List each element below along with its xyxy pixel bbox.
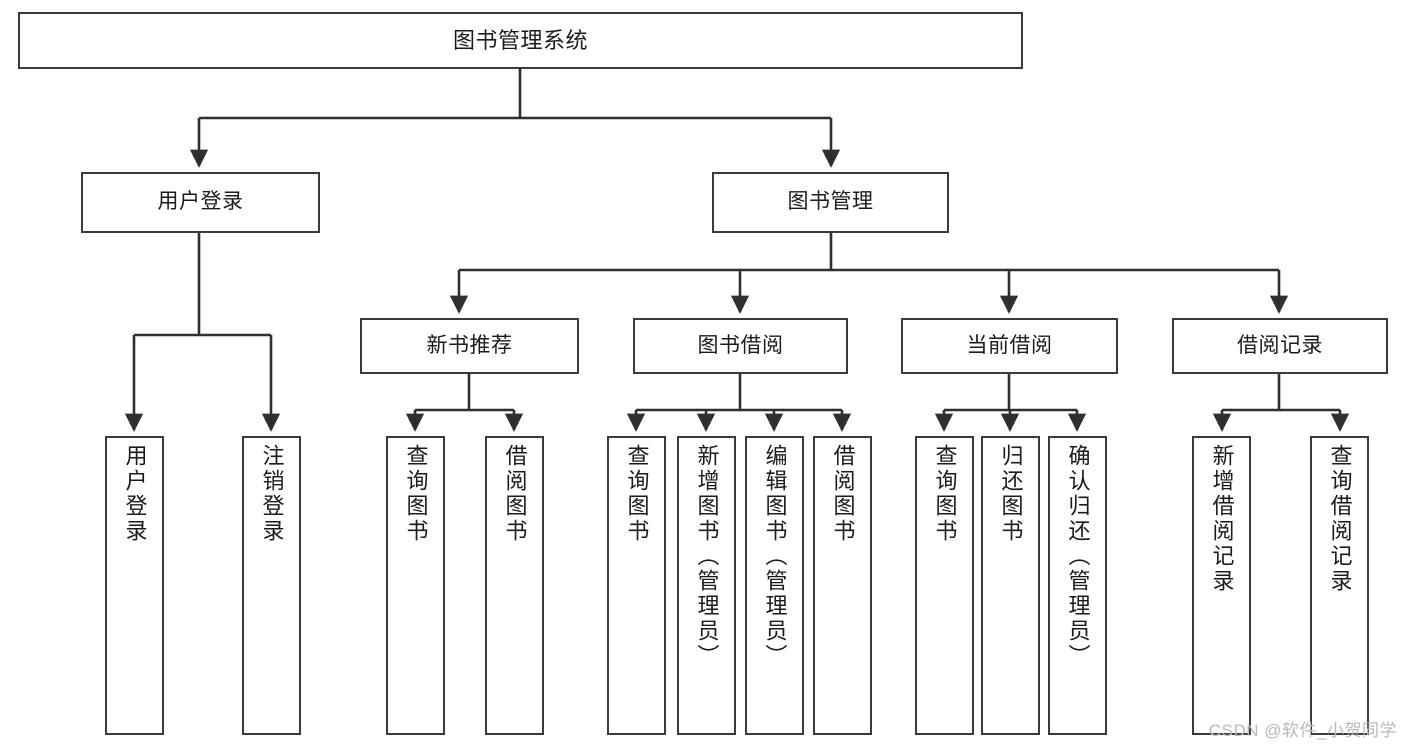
node-label: 用户登录 [157, 190, 244, 214]
node-label: 图书借阅 [697, 333, 784, 357]
leaf-new-book-query-book[interactable]: 查询图书 [386, 436, 445, 735]
node-borrow-record[interactable]: 借阅记录 [1172, 318, 1388, 374]
node-label: 新增借阅记录 [1209, 444, 1235, 594]
leaf-record-add-borrow-record[interactable]: 新增借阅记录 [1192, 436, 1251, 735]
node-label: 编辑图书（管理员） [762, 444, 788, 669]
leaf-current-query-book[interactable]: 查询图书 [915, 436, 974, 735]
node-label: 新书推荐 [426, 333, 513, 357]
node-label: 归还图书 [998, 444, 1024, 544]
leaf-borrow-edit-book-admin[interactable]: 编辑图书（管理员） [745, 436, 804, 735]
node-label: 图书管理系统 [452, 27, 588, 53]
node-label: 借阅图书 [830, 444, 856, 544]
node-book-management[interactable]: 图书管理 [712, 172, 949, 233]
node-label: 用户登录 [122, 444, 148, 544]
leaf-borrow-borrow-book[interactable]: 借阅图书 [813, 436, 872, 735]
node-label: 借阅图书 [502, 444, 528, 544]
leaf-logout[interactable]: 注销登录 [242, 436, 301, 735]
leaf-new-book-borrow-book[interactable]: 借阅图书 [485, 436, 544, 735]
node-current-borrow[interactable]: 当前借阅 [901, 318, 1118, 374]
node-label: 确认归还（管理员） [1065, 444, 1091, 669]
leaf-current-return-book[interactable]: 归还图书 [981, 436, 1040, 735]
leaf-record-query-borrow-record[interactable]: 查询借阅记录 [1310, 436, 1369, 735]
node-label: 图书管理 [787, 190, 874, 214]
leaf-borrow-query-book[interactable]: 查询图书 [607, 436, 666, 735]
node-book-borrow[interactable]: 图书借阅 [633, 318, 848, 374]
node-label: 查询图书 [932, 444, 958, 544]
node-label: 借阅记录 [1237, 333, 1323, 357]
node-new-book-recommend[interactable]: 新书推荐 [360, 318, 579, 374]
watermark: CSDN @软件_小贺同学 [1208, 721, 1397, 740]
node-label: 查询图书 [624, 444, 650, 544]
leaf-borrow-add-book-admin[interactable]: 新增图书（管理员） [677, 436, 736, 735]
leaf-current-confirm-return-admin[interactable]: 确认归还（管理员） [1048, 436, 1107, 735]
node-label: 查询图书 [403, 444, 429, 544]
node-label: 新增图书（管理员） [694, 444, 720, 669]
node-label: 当前借阅 [966, 333, 1053, 357]
node-label: 查询借阅记录 [1327, 444, 1353, 594]
node-user-login[interactable]: 用户登录 [81, 172, 320, 233]
node-label: 注销登录 [259, 444, 285, 544]
leaf-user-login[interactable]: 用户登录 [105, 436, 164, 735]
node-root-book-management-system[interactable]: 图书管理系统 [18, 12, 1023, 69]
